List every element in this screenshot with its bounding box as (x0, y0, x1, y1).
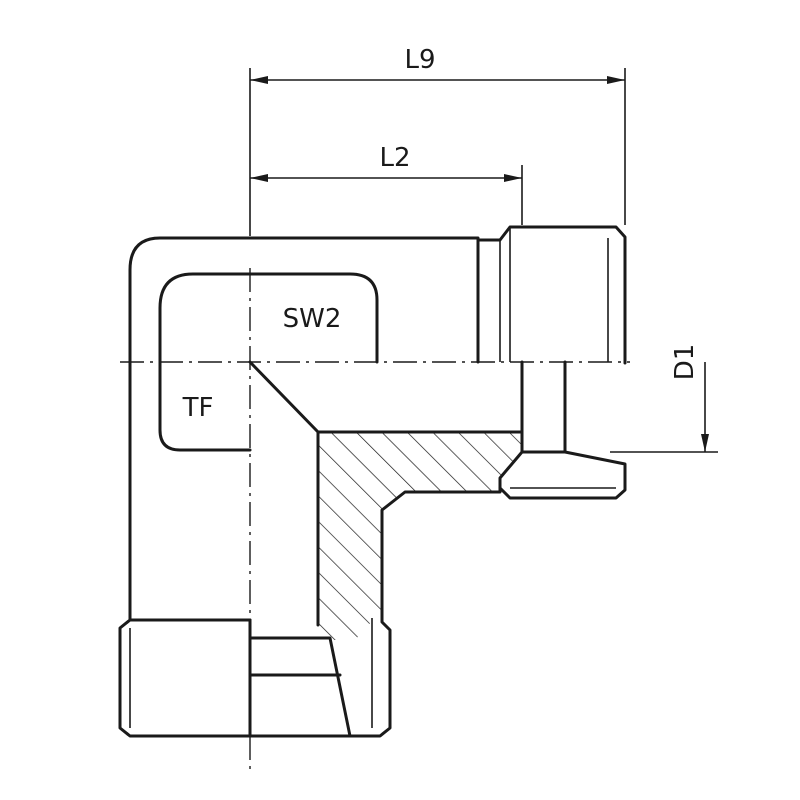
right-thread-section (476, 225, 627, 500)
center-lines (120, 268, 630, 770)
sw2-label: SW2 (283, 304, 342, 334)
dimension-l9: L9 (250, 45, 625, 84)
wrench-flat-outline (158, 272, 379, 452)
extension-lines (249, 68, 718, 453)
fitting-body-outline (128, 236, 480, 622)
dimension-l9-label: L9 (404, 45, 435, 75)
tf-label: TF (182, 393, 214, 423)
dimension-d1-label: D1 (670, 344, 700, 381)
dimension-d1: D1 (670, 344, 709, 452)
dimension-l2: L2 (250, 143, 522, 182)
hatched-section (316, 430, 524, 640)
dimension-l2-label: L2 (379, 143, 410, 173)
